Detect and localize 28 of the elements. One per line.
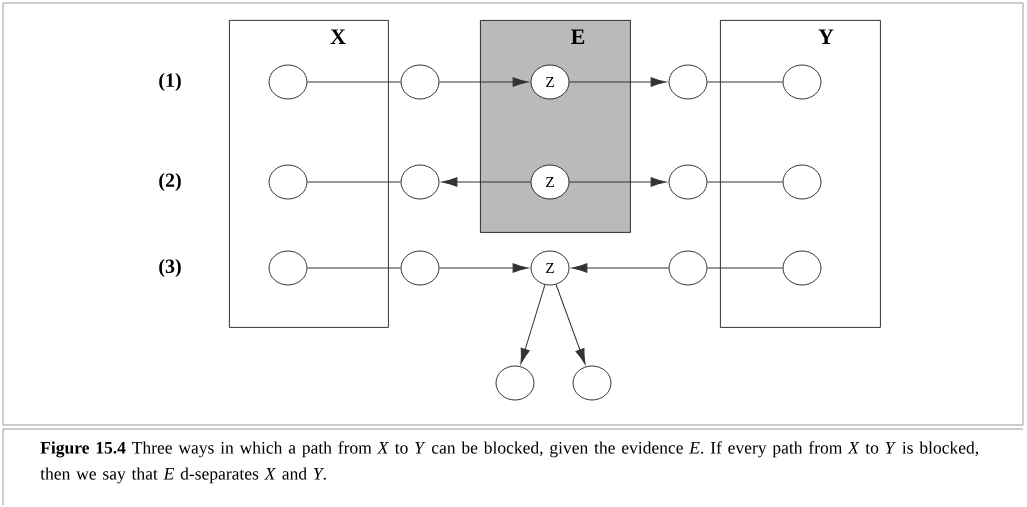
circle [495, 365, 535, 401]
arrow [520, 284, 546, 365]
circle [782, 250, 822, 286]
circle [572, 365, 612, 401]
circle [782, 164, 822, 200]
arrow [571, 263, 670, 273]
circle [400, 64, 440, 100]
arrow [555, 284, 586, 365]
circle [668, 164, 708, 200]
caption: Figure 15.4 Three ways in which a path from X to Y can be blocked, given the evidence E. If every path from X to Y is blocked, then we say that E d-separates X and Y. [40, 441, 978, 484]
row-label: (3) [159, 258, 181, 278]
arrow [568, 77, 667, 87]
circle [268, 164, 308, 200]
circle [400, 250, 440, 286]
circle [400, 164, 440, 200]
circle [668, 64, 708, 100]
box: X [229, 20, 389, 328]
arrow [568, 177, 667, 187]
arrow [438, 77, 529, 87]
circle [782, 64, 822, 100]
row-label: (2) [159, 172, 181, 192]
arrow [438, 263, 529, 273]
box: Y [720, 20, 881, 328]
circle [268, 64, 308, 100]
arrow [441, 177, 532, 187]
circle [268, 250, 308, 286]
circle [668, 250, 708, 286]
row-label: (1) [159, 72, 181, 92]
